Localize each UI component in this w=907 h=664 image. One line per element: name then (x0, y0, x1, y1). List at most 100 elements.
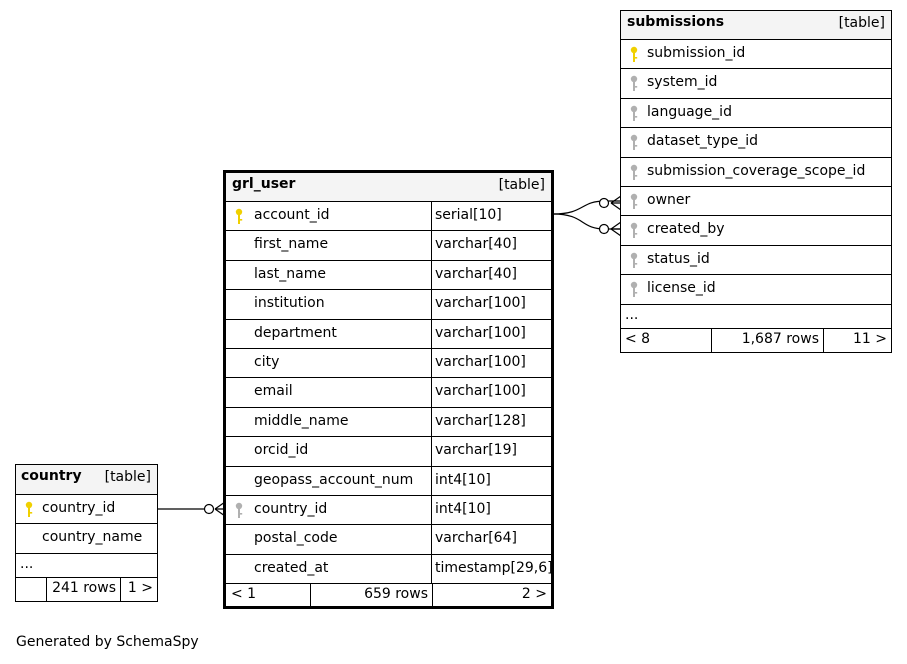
column-row-first-name[interactable]: first_name varchar[40] (226, 231, 551, 261)
column-row-owner[interactable]: owner (621, 187, 891, 217)
column-type: varchar[128] (431, 407, 526, 437)
foreign-key-icon (629, 105, 639, 122)
optional-circle-country (203, 503, 215, 515)
column-type: varchar[19] (431, 437, 517, 466)
column-name: email (254, 383, 293, 400)
column-name: system_id (647, 74, 718, 91)
column-name: account_id (254, 207, 330, 223)
column-name: first_name (254, 236, 329, 253)
table-header: submissions [table] (621, 11, 891, 40)
column-name: submission_coverage_scope_id (647, 162, 866, 179)
column-row-license-id[interactable]: license_id (621, 275, 891, 305)
column-row-middle-name[interactable]: middle_name varchar[128] (226, 407, 551, 438)
column-row-postal-code[interactable]: postal_code varchar[64] (226, 525, 551, 555)
column-row-created-at[interactable]: created_at timestamp[29,6] (226, 554, 553, 585)
foreign-key-icon (234, 502, 244, 519)
foreign-key-icon (629, 222, 639, 239)
column-name: dataset_type_id (647, 133, 758, 150)
column-row-institution[interactable]: institution varchar[100] (226, 290, 551, 320)
column-name: owner (647, 191, 691, 208)
table-name: grl_user (232, 176, 296, 192)
table-header: country [table] (16, 465, 157, 495)
more-columns: ... (621, 305, 891, 329)
column-row-department[interactable]: department varchar[100] (226, 319, 551, 349)
column-row-created-by[interactable]: created_by (621, 216, 891, 246)
column-row-status-id[interactable]: status_id (621, 246, 891, 276)
column-row-country-name[interactable]: country_name (16, 524, 157, 554)
column-type: timestamp[29,6] (431, 554, 553, 584)
column-name: submission_id (647, 45, 746, 61)
more-columns: ... (16, 554, 157, 578)
children-count[interactable]: 1 > (120, 577, 157, 602)
table-name: country (21, 468, 82, 484)
generated-by-text: Generated by SchemaSpy (16, 634, 199, 650)
column-name: middle_name (254, 412, 349, 429)
column-name: status_id (647, 250, 710, 267)
table-footer: < 1 659 rows 2 > (226, 584, 551, 609)
column-name: department (254, 324, 337, 341)
foreign-key-icon (629, 281, 639, 298)
column-type: varchar[40] (431, 231, 517, 260)
column-row-country-id[interactable]: country_id (16, 495, 157, 525)
children-count[interactable]: 11 > (823, 328, 891, 353)
relationship-account-owner (552, 200, 620, 215)
column-row-submission-id[interactable]: submission_id (621, 40, 891, 70)
row-count: 659 rows (310, 584, 432, 609)
row-count: 241 rows (46, 577, 120, 602)
foreign-key-icon (629, 134, 639, 151)
table-type: [table] (838, 15, 885, 31)
column-row-last-name[interactable]: last_name varchar[40] (226, 260, 551, 291)
column-name: country_id (42, 500, 116, 516)
column-name: last_name (254, 265, 326, 282)
table-type: [table] (498, 177, 545, 193)
ellipsis: ... (625, 306, 639, 323)
table-footer: < 8 1,687 rows 11 > (621, 328, 891, 353)
column-type: varchar[100] (431, 319, 526, 348)
table-footer: 241 rows 1 > (16, 577, 157, 602)
children-count[interactable]: 2 > (432, 584, 551, 609)
table-header: grl_user [table] (226, 173, 551, 202)
column-type: int4[10] (431, 466, 491, 495)
parents-count[interactable]: < 1 (231, 586, 257, 603)
column-type: varchar[100] (431, 348, 526, 378)
column-type: serial[10] (431, 202, 502, 231)
table-country[interactable]: country [table] country_id country_name .… (15, 464, 158, 602)
optional-circle-owner (598, 197, 610, 209)
column-row-account-id[interactable]: account_id serial[10] (226, 202, 551, 232)
column-row-email[interactable]: email varchar[100] (226, 378, 551, 408)
column-row-dataset-type-id[interactable]: dataset_type_id (621, 128, 891, 158)
column-row-system-id[interactable]: system_id (621, 69, 891, 99)
column-name: city (254, 353, 280, 370)
table-submissions[interactable]: submissions [table] submission_id system_… (620, 10, 892, 353)
column-name: created_by (647, 221, 725, 238)
column-type: varchar[100] (431, 378, 526, 407)
table-type: [table] (104, 469, 151, 485)
column-type: varchar[64] (431, 525, 517, 554)
relationship-account-created-by (552, 213, 620, 230)
crowfoot-owner (610, 195, 622, 211)
column-type: varchar[40] (431, 260, 517, 290)
parents-count[interactable]: < 8 (625, 330, 651, 347)
primary-key-icon (234, 208, 244, 225)
foreign-key-icon (629, 252, 639, 269)
column-row-language-id[interactable]: language_id (621, 99, 891, 129)
column-name: institution (254, 295, 325, 312)
primary-key-icon (629, 46, 639, 63)
table-name: submissions (627, 14, 725, 30)
column-type: varchar[100] (431, 290, 526, 319)
column-name: postal_code (254, 530, 338, 547)
foreign-key-icon (629, 75, 639, 92)
crowfoot-created-by (610, 221, 622, 237)
column-name: language_id (647, 103, 732, 120)
column-name: license_id (647, 280, 716, 297)
column-row-submission-coverage-scope-id[interactable]: submission_coverage_scope_id (621, 158, 891, 187)
ellipsis: ... (20, 555, 34, 572)
column-name: created_at (254, 559, 329, 576)
column-row-city[interactable]: city varchar[100] (226, 348, 551, 379)
foreign-key-icon (629, 164, 639, 181)
